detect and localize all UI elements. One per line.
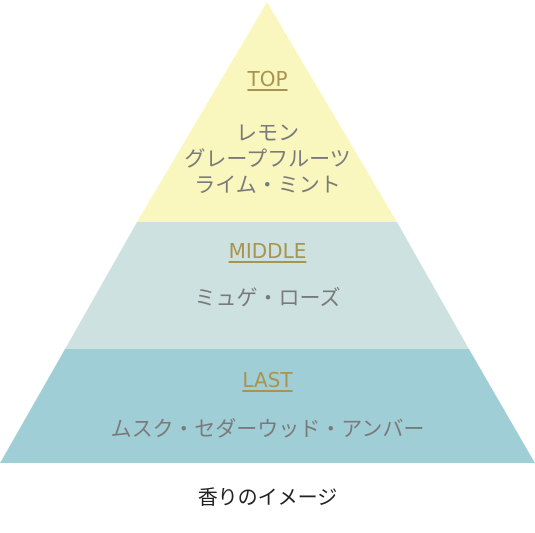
middle-tier-notes: ミュゲ・ローズ: [0, 285, 535, 311]
top-tier-shape: [137, 2, 397, 222]
middle-tier-shape: [65, 222, 469, 349]
top-note-3: ライム・ミント: [194, 173, 341, 197]
middle-tier-label: MIDDLE: [228, 239, 307, 263]
top-note-2: グレープフルーツ: [184, 147, 351, 171]
middle-note-1: ミュゲ・ローズ: [194, 286, 341, 310]
last-tier-notes: ムスク・セダーウッド・アンバー: [0, 416, 535, 442]
top-note-1: レモン: [236, 121, 299, 145]
last-note-1: ムスク・セダーウッド・アンバー: [110, 417, 425, 441]
fragrance-pyramid: [0, 2, 535, 463]
top-tier-notes: レモン グレープフルーツ ライム・ミント: [0, 120, 535, 198]
last-tier-label: LAST: [242, 368, 293, 392]
last-tier-shape: [0, 349, 535, 463]
pyramid-caption: 香りのイメージ: [197, 485, 338, 509]
top-tier-label: TOP: [247, 67, 288, 91]
